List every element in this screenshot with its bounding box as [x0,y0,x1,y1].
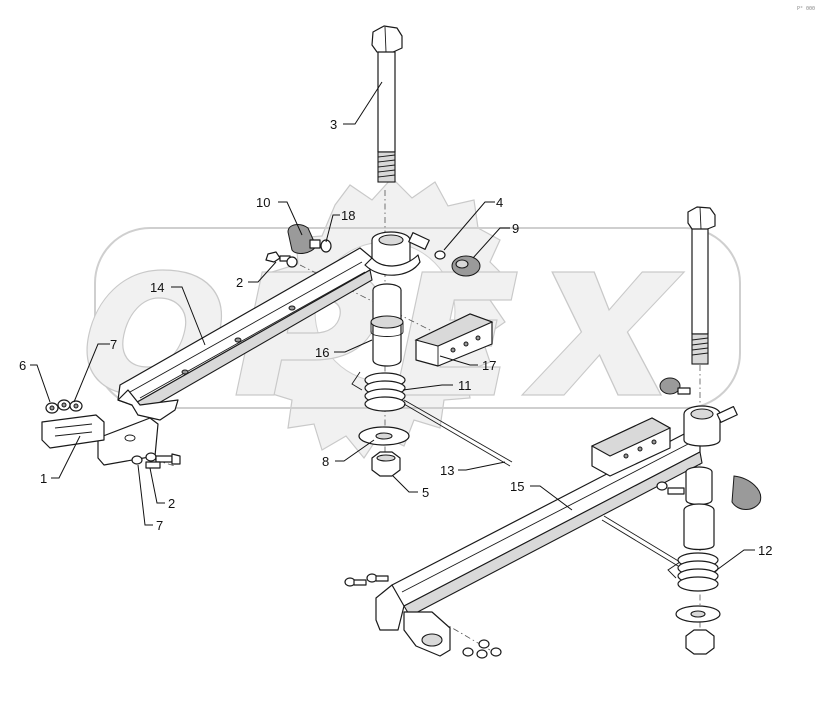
watermark-logo [86,177,741,460]
callout-18: 18 [341,208,355,223]
bolt-long-left [371,25,403,183]
callout-17: 17 [482,358,496,373]
callout-16: 16 [315,345,329,360]
callout-4: 4 [496,195,503,210]
arm-lower [375,377,762,657]
callout-7-lower: 7 [156,518,163,533]
spring-11 [351,371,513,467]
callout-12: 12 [758,543,772,558]
callout-3: 3 [330,117,337,132]
callout-labels: 3 10 18 4 9 2 14 16 17 11 6 7 1 8 5 13 2… [19,117,772,558]
callout-8: 8 [322,454,329,469]
callout-10: 10 [256,195,270,210]
sleeve-16 [370,283,404,367]
spring-12 [601,515,721,655]
leader-lines [30,81,755,573]
corner-code: P° 000 [797,6,815,12]
callout-15: 15 [510,479,524,494]
small-hardware [45,250,446,469]
nut-5 [371,451,401,477]
block-17 [414,313,494,367]
bumper-10 [287,224,332,254]
callout-7-upper: 7 [110,337,117,352]
callout-14: 14 [150,280,164,295]
callout-1: 1 [40,471,47,486]
sleeve-right [683,466,715,551]
bracket-left [41,414,159,466]
callout-5: 5 [422,485,429,500]
arm-upper [117,231,430,421]
bolt-long-right [687,206,716,365]
callout-9: 9 [512,221,519,236]
callout-2-upper: 2 [236,275,243,290]
lower-arm-hardware [344,573,502,659]
callout-2-lower: 2 [168,496,175,511]
callout-11: 11 [458,378,472,393]
callout-13: 13 [440,463,454,478]
knob-9 [451,255,481,277]
callout-6: 6 [19,358,26,373]
washer-8 [358,426,410,446]
